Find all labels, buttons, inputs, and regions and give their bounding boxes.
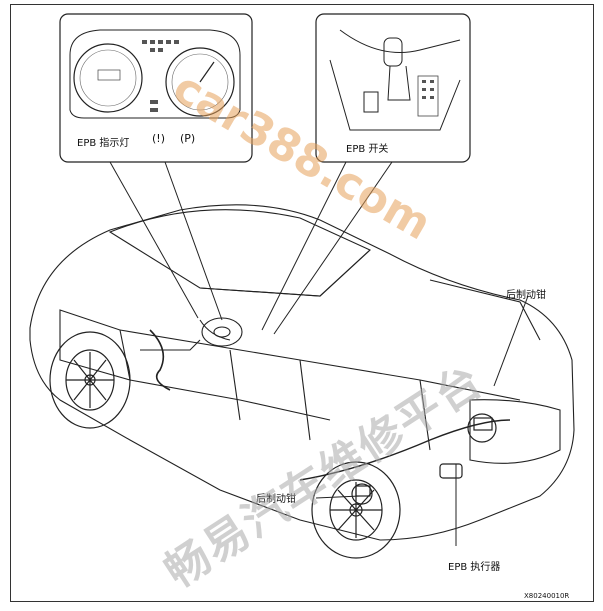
epb-indicator-label: EPB 指示灯 bbox=[77, 138, 130, 149]
windshield bbox=[199, 249, 371, 297]
rear-caliper-bottom-part bbox=[351, 483, 373, 505]
tachometer-gauge bbox=[165, 47, 235, 117]
rear-caliper-top-part bbox=[467, 413, 497, 443]
leader-lines bbox=[109, 161, 529, 546]
indicator-symbol-2: (P) bbox=[180, 132, 196, 145]
epb-actuator-part bbox=[439, 463, 463, 479]
figure-frame bbox=[10, 4, 594, 602]
cluster-housing bbox=[69, 29, 241, 119]
epb-switch-button bbox=[363, 91, 379, 113]
vehicle-illustration bbox=[29, 204, 575, 541]
speedometer-gauge bbox=[73, 43, 143, 113]
indicator-symbol-1: (!) bbox=[152, 132, 165, 145]
roof-line bbox=[108, 209, 371, 297]
rear-caliper-bottom-label: 后制动钳 bbox=[256, 494, 296, 505]
epb-switch-inset bbox=[315, 13, 471, 163]
steering-wheel bbox=[201, 317, 243, 347]
rear-window bbox=[429, 279, 541, 341]
front-wheel bbox=[49, 331, 131, 429]
epb-actuator-label: EPB 执行器 bbox=[448, 562, 501, 573]
instrument-cluster-inset bbox=[59, 13, 253, 163]
vehicle-body bbox=[29, 204, 575, 541]
figure-code: X80240010R bbox=[524, 592, 570, 600]
epb-switch-label: EPB 开关 bbox=[346, 144, 389, 155]
rear-wheel bbox=[311, 461, 401, 559]
rear-caliper-top-label: 后制动钳 bbox=[506, 290, 546, 301]
gear-shifter bbox=[383, 37, 403, 67]
